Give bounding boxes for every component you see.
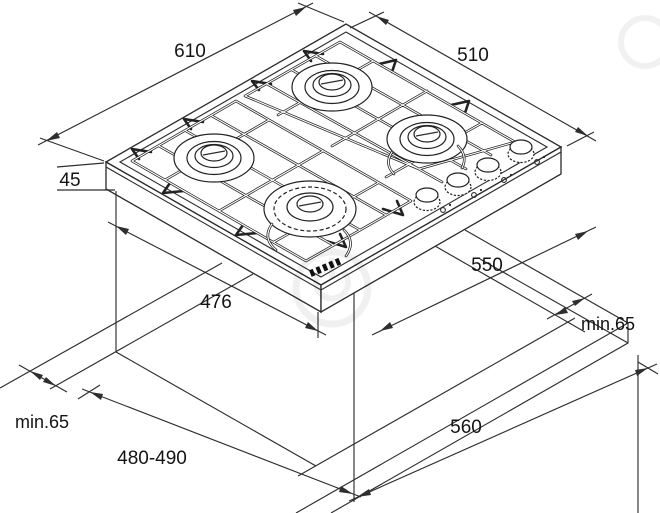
dim-rear-clearance-label: min.65 <box>15 412 69 432</box>
worktop-front-edge <box>295 322 629 513</box>
cutout-front-edge <box>297 317 576 477</box>
cutout-right-edge <box>434 245 586 333</box>
watermark-logo-icon <box>292 15 660 328</box>
brand-stripe <box>308 257 342 277</box>
dim-side-clearance-label: min.65 <box>581 314 635 334</box>
dimension-hob-width: 610 <box>37 2 345 162</box>
dim-worktop-front-label: 560 <box>450 417 482 438</box>
knob-2 <box>444 172 483 198</box>
burner-rear-left <box>173 133 255 183</box>
dim-cutout-depth-label: 480-490 <box>117 448 187 469</box>
dimension-hob-depth: 510 <box>349 11 597 147</box>
hob-inner-rim <box>118 31 549 278</box>
dim-cutout-width-label: 550 <box>471 255 503 276</box>
worktop-right-bottom-edge <box>479 258 629 344</box>
gas-hob <box>104 23 563 314</box>
dim-hob-height-label: 45 <box>59 170 80 191</box>
dimension-worktop-front: 560 <box>348 293 659 502</box>
hob-rim-thickness-line <box>105 151 562 291</box>
worktop <box>0 229 639 513</box>
burner-front-right <box>386 114 468 176</box>
worktop-right-edge <box>464 229 629 324</box>
dimension-side-clearance: min.65 <box>546 293 635 334</box>
wok-burner <box>263 180 357 258</box>
knob-1 <box>413 187 452 213</box>
knob-3 <box>474 157 513 183</box>
dimension-cutout-width: 550 <box>371 226 597 336</box>
hob-front-face <box>320 145 562 314</box>
knob-4 <box>507 139 546 165</box>
control-knobs <box>413 139 546 213</box>
dimensions: 610 510 45 476 550 <box>15 2 659 502</box>
cutout-left-edge <box>115 351 317 467</box>
dimension-hob-height: 45 <box>56 162 115 191</box>
cutout-outline <box>49 245 586 477</box>
dimension-hob-body-depth: 476 <box>107 191 327 352</box>
worktop-rear-edge <box>0 262 223 389</box>
dim-hob-width-label: 610 <box>174 41 206 62</box>
dimension-cutout-depth: 480-490 <box>77 384 362 498</box>
dim-hob-body-depth-label: 476 <box>200 292 232 313</box>
burner-rear-right <box>291 62 373 112</box>
dimension-rear-clearance: min.65 <box>15 364 69 432</box>
dim-hob-depth-label: 510 <box>457 45 489 66</box>
cutout-rear-edge <box>49 273 254 390</box>
